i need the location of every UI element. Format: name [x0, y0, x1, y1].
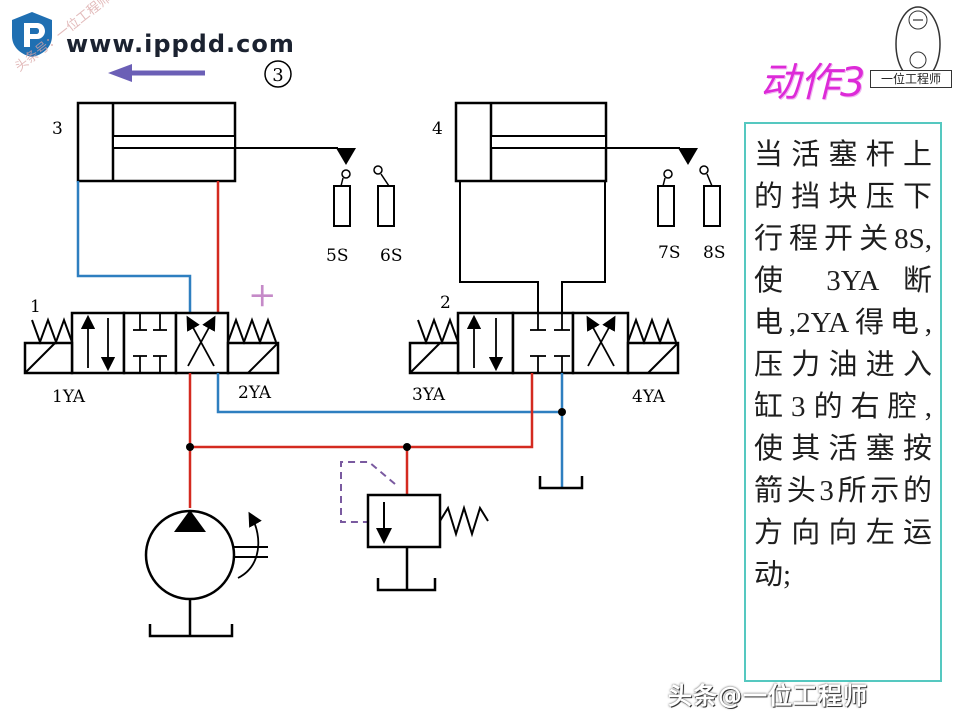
seal-stamp: 一位工程师: [870, 70, 952, 88]
description-line: 方向向左运: [754, 517, 932, 549]
description-line: 行程开关8S,: [754, 223, 932, 255]
return-line-main: [216, 373, 562, 414]
description-line: 电,2YA得电,: [754, 307, 932, 339]
directional-valve-1: 1 1YA 2YA +: [23, 275, 280, 407]
description-line: 缸3的右腔,: [754, 391, 932, 423]
svg-text:8S: 8S: [703, 243, 725, 263]
relief-valve: [340, 461, 489, 592]
description-line: 的挡块压下: [754, 181, 932, 213]
description-line: 动;: [754, 559, 792, 591]
limit-switch-7s: 7S: [657, 169, 680, 263]
description-box: 当活塞杆上 的挡块压下 行程开关8S, 使 3YA 断 电,2YA得电, 压力油…: [744, 122, 942, 682]
description-line: 使 3YA 断: [754, 265, 932, 297]
svg-text:6S: 6S: [380, 246, 402, 266]
svg-text:1YA: 1YA: [52, 387, 86, 407]
site-logo[interactable]: www.ippdd.com: [8, 10, 328, 62]
description-line: 箭头3所示的: [754, 475, 932, 507]
cylinder-3: 3: [52, 101, 356, 183]
seal-icon: [895, 6, 941, 82]
limit-switch-6s: 6S: [373, 165, 402, 266]
svg-text:2YA: 2YA: [238, 383, 272, 403]
cylinder-3-label: 3: [52, 119, 63, 139]
svg-text:7S: 7S: [658, 243, 680, 263]
footer-watermark: 头条@一位工程师: [668, 682, 868, 710]
junction-dot: [403, 443, 411, 451]
limit-switch-5s: 5S: [326, 169, 351, 266]
description-line: 使其活塞按: [754, 433, 932, 465]
motion-arrow: [108, 64, 205, 82]
pressure-line-main: [190, 373, 534, 449]
svg-text:3: 3: [272, 65, 283, 86]
description-line: 当活塞杆上: [754, 139, 932, 171]
svg-text:5S: 5S: [326, 246, 348, 266]
cylinder-4: 4: [432, 101, 698, 313]
svg-text:3YA: 3YA: [412, 385, 446, 405]
site-url[interactable]: www.ippdd.com: [66, 30, 295, 58]
limit-switch-8s: 8S: [699, 165, 725, 263]
svg-text:1: 1: [30, 297, 41, 317]
slide-title: 动作3: [760, 60, 866, 106]
hydraulic-circuit-diagram: 3 3 5S 6S: [23, 60, 725, 638]
svg-text:2: 2: [440, 293, 451, 313]
description-line: 压力油进入: [754, 349, 932, 381]
junction-dot: [558, 408, 566, 416]
cylinder-4-label: 4: [432, 119, 443, 139]
tank-1: [538, 476, 584, 490]
brand-shield-icon: [12, 12, 52, 57]
directional-valve-2: 2 3YA 4YA: [408, 293, 680, 407]
hydraulic-pump-icon: [144, 509, 268, 638]
return-line-cyl3: [76, 181, 192, 313]
step-marker: 3: [264, 60, 292, 88]
energized-mark: +: [248, 275, 277, 315]
svg-text:4YA: 4YA: [632, 387, 666, 407]
junction-dot: [186, 443, 194, 451]
